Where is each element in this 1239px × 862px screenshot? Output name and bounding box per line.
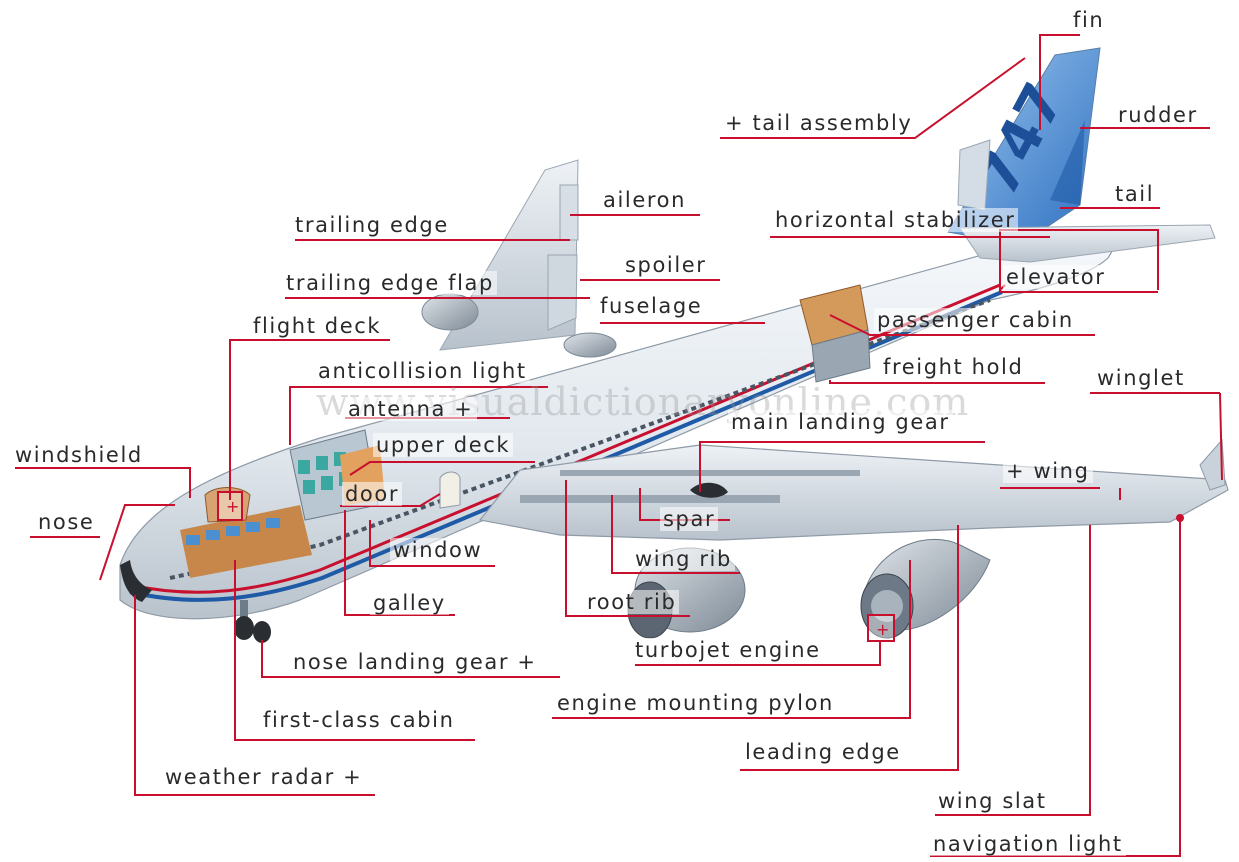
tail-fin: 747: [947, 47, 1101, 246]
label-window: window: [390, 538, 486, 562]
label-trailing-edge-flap: trailing edge flap: [283, 271, 497, 295]
label-wing-rib: wing rib: [632, 547, 735, 571]
label-elevator: elevator: [1003, 265, 1109, 289]
leader-lines: [15, 34, 1223, 857]
label-antenna[interactable]: antenna +: [345, 397, 477, 421]
label-engine-mounting-pylon: engine mounting pylon: [554, 691, 837, 715]
label-upper-deck: upper deck: [373, 433, 514, 457]
svg-text:+: +: [226, 497, 239, 516]
label-nose-landing-gear[interactable]: nose landing gear +: [290, 650, 540, 674]
landing-gear: [234, 600, 271, 643]
label-first-class-cabin: first-class cabin: [260, 708, 458, 732]
label-rudder: rudder: [1115, 103, 1201, 127]
label-turbojet-engine: turbojet engine: [632, 638, 824, 662]
label-leading-edge: leading edge: [742, 740, 904, 764]
label-fin: fin: [1070, 8, 1108, 32]
label-fuselage: fuselage: [597, 294, 706, 318]
label-root-rib: root rib: [584, 590, 680, 614]
label-tail-assembly[interactable]: + tail assembly: [722, 111, 916, 135]
label-anticollision-light: anticollision light: [315, 359, 530, 383]
label-trailing-edge: trailing edge: [292, 213, 452, 237]
far-wing: [421, 159, 617, 358]
label-weather-radar[interactable]: weather radar +: [162, 765, 366, 789]
label-door: door: [342, 482, 403, 506]
label-freight-hold: freight hold: [880, 355, 1027, 379]
label-horizontal-stabilizer: horizontal stabilizer: [772, 208, 1019, 232]
label-nose: nose: [35, 510, 98, 534]
label-wing-slat: wing slat: [935, 789, 1050, 813]
label-spoiler: spoiler: [622, 253, 710, 277]
horizontal-stabilizer-shape: [959, 224, 1216, 263]
label-wing[interactable]: + wing: [1003, 459, 1093, 483]
label-winglet: winglet: [1094, 366, 1188, 390]
label-main-landing-gear: main landing gear: [728, 410, 953, 434]
label-passenger-cabin: passenger cabin: [874, 308, 1077, 332]
label-aileron: aileron: [600, 188, 689, 212]
label-galley: galley: [370, 591, 449, 615]
label-tail: tail: [1112, 182, 1158, 206]
svg-text:+: +: [876, 620, 889, 639]
label-navigation-light: navigation light: [930, 832, 1126, 856]
label-windshield: windshield: [12, 443, 146, 467]
label-flight-deck: flight deck: [250, 314, 385, 338]
label-spar: spar: [660, 507, 719, 531]
